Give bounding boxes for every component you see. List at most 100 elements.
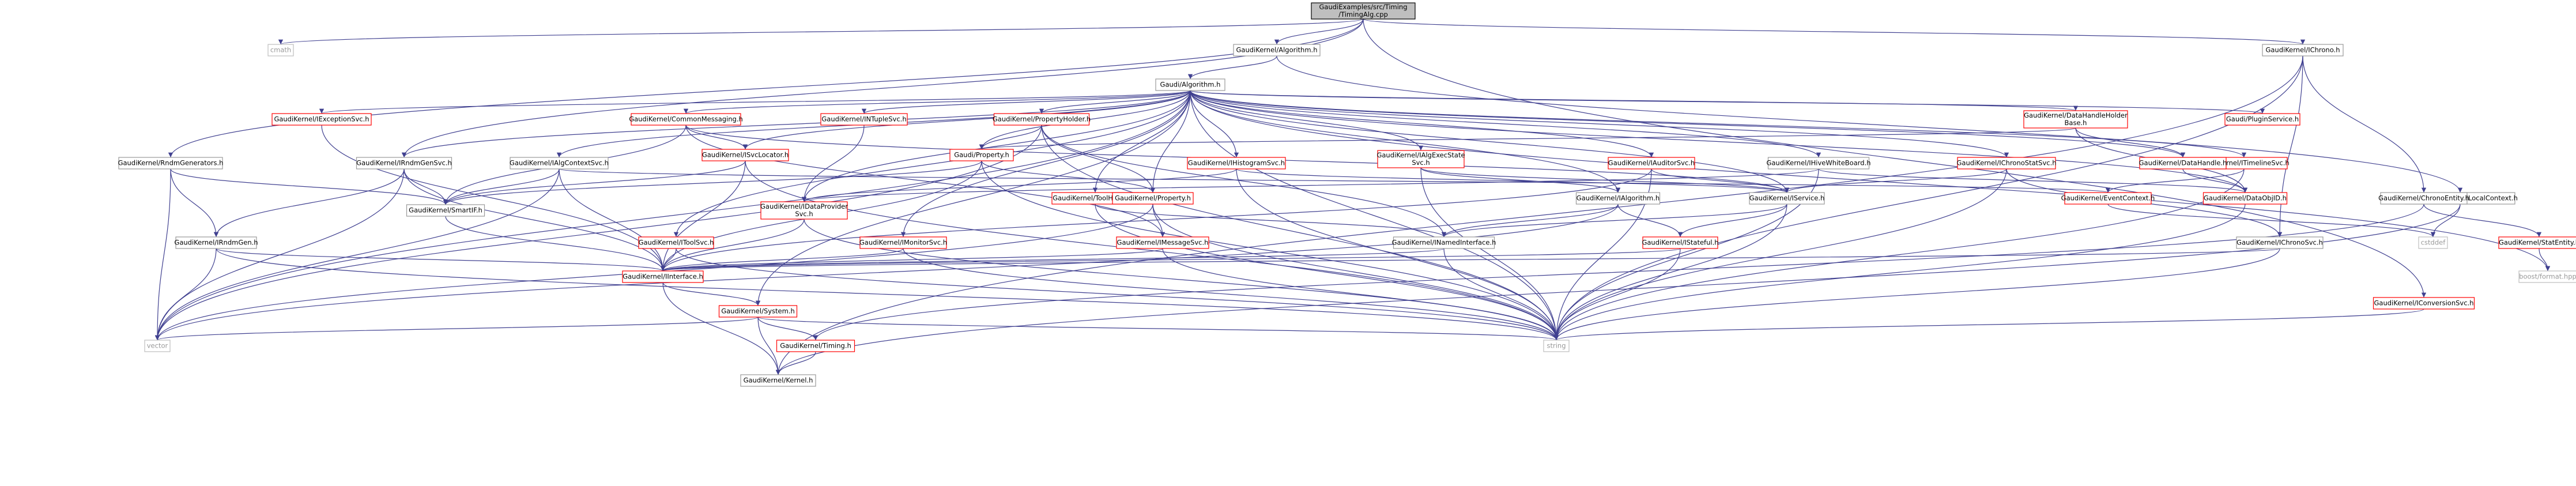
node-itoolsvc[interactable]: GaudiKernel/IToolSvc.h [638,236,714,249]
node-box-string [1543,340,1570,352]
node-box-irndmgens [118,157,223,169]
node-system_h[interactable]: GaudiKernel/System.h [718,305,798,318]
edge-ialgorithm-to-istateful [1617,204,1683,238]
node-label-kernel_h: GaudiKernel/Kernel.h [744,376,813,385]
node-box-ichronostatsvc [1957,157,2056,169]
node-pluginservice[interactable]: Gaudi/PluginService.h [2224,113,2300,126]
node-algorithm_h[interactable]: GaudiKernel/Algorithm.h [1233,44,1321,56]
edge-isvclocator-to-iinterface [660,160,746,272]
edge-gaudi_algorithm_h-to-ichronostatsvc [1190,90,2009,158]
node-box-istateful [1642,236,1718,249]
node-datahandle[interactable]: GaudiKernel/DataHandle.h [2139,157,2227,169]
edge-irndmgens-to-irndmgen [170,168,219,238]
node-gaudi_property[interactable]: Gaudi/Property.h [949,149,1014,161]
node-kernel_h[interactable]: GaudiKernel/Kernel.h [740,374,816,387]
node-property_h[interactable]: GaudiKernel/Property.h [1112,192,1194,205]
edge-commonmessaging-to-imessagesvc [685,125,1166,238]
edge-idataprovidersvc-to-iinterface [660,218,805,272]
node-dataobjid[interactable]: GaudiKernel/DataObjID.h [2202,192,2288,205]
node-iinterface[interactable]: GaudiKernel/IInterface.h [622,270,704,283]
node-istateful[interactable]: GaudiKernel/IStateful.h [1642,236,1719,249]
node-isvclocator[interactable]: GaudiKernel/ISvcLocator.h [701,149,789,161]
node-vector: vector [144,340,171,352]
edge-gaudi_algorithm_h-to-datahandle [1190,90,2185,158]
edge-ialgcontextsvc-to-eventcontext [559,168,2110,193]
node-intuplesvc[interactable]: GaudiKernel/INTupleSvc.h [820,113,908,126]
node-label-istateful: GaudiKernel/IStateful.h [1642,239,1718,247]
node-cmath: cmath [267,44,294,56]
node-irndmgens[interactable]: GaudiKernel/RndmGenerators.h [118,157,224,169]
node-iexceptionsvc[interactable]: GaudiKernel/IExceptionSvc.h [271,113,372,126]
edge-gaudi_algorithm_h-to-itimelinesvc [1190,90,2246,158]
edge-gaudi_algorithm_h-to-ihistogramsvc [1190,90,1239,158]
edge-system_h-to-kernel_h [757,317,781,375]
edge-propertyholder-to-vector [154,125,1042,341]
node-timing_h[interactable]: GaudiKernel/Timing.h [776,340,855,352]
node-ichronosvc[interactable]: GaudiKernel/IChronoSvc.h [2236,236,2324,249]
node-box-statentity [2498,236,2576,249]
edge-imonitorsvc-to-string [903,248,1559,341]
node-irndmgensvc[interactable]: GaudiKernel/IRndmGenSvc.h [356,157,452,169]
edge-gaudi_algorithm_h-to-irndmgensvc [401,90,1191,158]
node-iauditorsvc[interactable]: GaudiKernel/IAuditorSvc.h [1608,157,1695,169]
edge-gaudi_algorithm_h-to-datahandleholderbase [1190,90,2078,111]
node-box-algorithm_h [1233,44,1321,56]
edge-gaudi_algorithm_h-to-dataobjid [1190,90,2248,193]
node-label-vector: vector [147,342,168,350]
edge-ichronosvc-to-string [1553,248,2280,341]
edge-eventcontext-to-cstddef [2107,204,2436,238]
node-ichronostatsvc[interactable]: GaudiKernel/IChronoStatSvc.h [1956,157,2057,169]
node-smartif[interactable]: GaudiKernel/SmartIF.h [406,204,485,217]
node-cstddef: cstddef [2418,236,2448,249]
node-chronoentity[interactable]: GaudiKernel/ChronoEntity.h [2378,192,2469,205]
node-ihistogramsvc[interactable]: GaudiKernel/IHistogramSvc.h [1187,157,1286,169]
node-box-imonitorsvc [859,236,947,249]
edge-chronoentity-to-timing_h [813,204,2424,341]
node-ichrono_h[interactable]: GaudiKernel/IChrono.h [2262,44,2344,56]
node-label-statentity: GaudiKernel/StatEntity.h [2499,239,2576,247]
node-label-iauditorsvc: GaudiKernel/IAuditorSvc.h [1608,159,1695,167]
node-statentity[interactable]: GaudiKernel/StatEntity.h [2498,236,2576,249]
node-iservice[interactable]: GaudiKernel/IService.h [1749,192,1825,205]
edge-property_h-to-string [1152,204,1559,341]
edge-gaudi_algorithm_h-to-pluginservice [1190,90,2265,114]
edge-gaudi_algorithm_h-to-iauditorsvc [1190,90,1654,158]
edge-gaudi_algorithm_h-to-string [1190,90,1559,341]
node-ialgorithm[interactable]: GaudiKernel/IAlgorithm.h [1575,192,1661,205]
node-label-isvclocator: GaudiKernel/ISvcLocator.h [702,151,789,159]
edge-imonitorsvc-to-iinterface [660,248,904,272]
edge-root-to-algorithm_h [1274,18,1364,45]
node-box-propertyholder [993,113,1090,126]
node-box-smartif [406,204,485,217]
edge-gaudi_algorithm_h-to-itoolsvc [673,90,1191,238]
node-commonmessaging[interactable]: GaudiKernel/CommonMessaging.h [629,113,743,126]
node-label-timing_h: GaudiKernel/Timing.h [780,342,851,350]
node-box-dataobjid [2202,192,2288,205]
node-label-datahandle: GaudiKernel/DataHandle.h [2139,159,2227,167]
edge-isvclocator-to-smartif [443,160,746,205]
edge-root-to-ichrono_h [1363,18,2305,45]
node-box-idataprovidersvc [760,201,848,220]
node-inamedinterface[interactable]: GaudiKernel/INamedInterface.h [1392,236,1496,249]
edge-root-to-iconversionsvc [1363,18,2427,298]
node-iconversionsvc[interactable]: GaudiKernel/IConversionSvc.h [2373,297,2475,310]
edge-inamedinterface-to-iinterface [661,248,1444,272]
node-label-string: string [1547,342,1566,350]
edge-chronoentity-to-statentity [2423,204,2542,238]
node-imonitorsvc[interactable]: GaudiKernel/IMonitorSvc.h [859,236,947,249]
node-imessagesvc[interactable]: GaudiKernel/IMessageSvc.h [1116,236,1209,249]
node-propertyholder[interactable]: GaudiKernel/PropertyHolder.h [993,113,1091,126]
node-gaudi_algorithm_h[interactable]: Gaudi/Algorithm.h [1155,78,1225,91]
node-irndmgen[interactable]: GaudiKernel/IRndmGen.h [174,236,258,249]
node-box-chronoentity [2380,192,2468,205]
edge-datahandleholderbase-to-datahandle [2075,127,2186,158]
node-eventcontext[interactable]: GaudiKernel/EventContext.h [2061,192,2155,205]
node-label-idataprovidersvc: Svc.h [795,210,813,218]
node-ihivewhiteboard[interactable]: GaudiKernel/IHiveWhiteBoard.h [1766,157,1871,169]
node-label-datahandleholderbase: Base.h [2065,119,2087,127]
node-ialgcontextsvc[interactable]: GaudiKernel/IAlgContextSvc.h [510,157,609,169]
node-box-iinterface [622,270,704,283]
